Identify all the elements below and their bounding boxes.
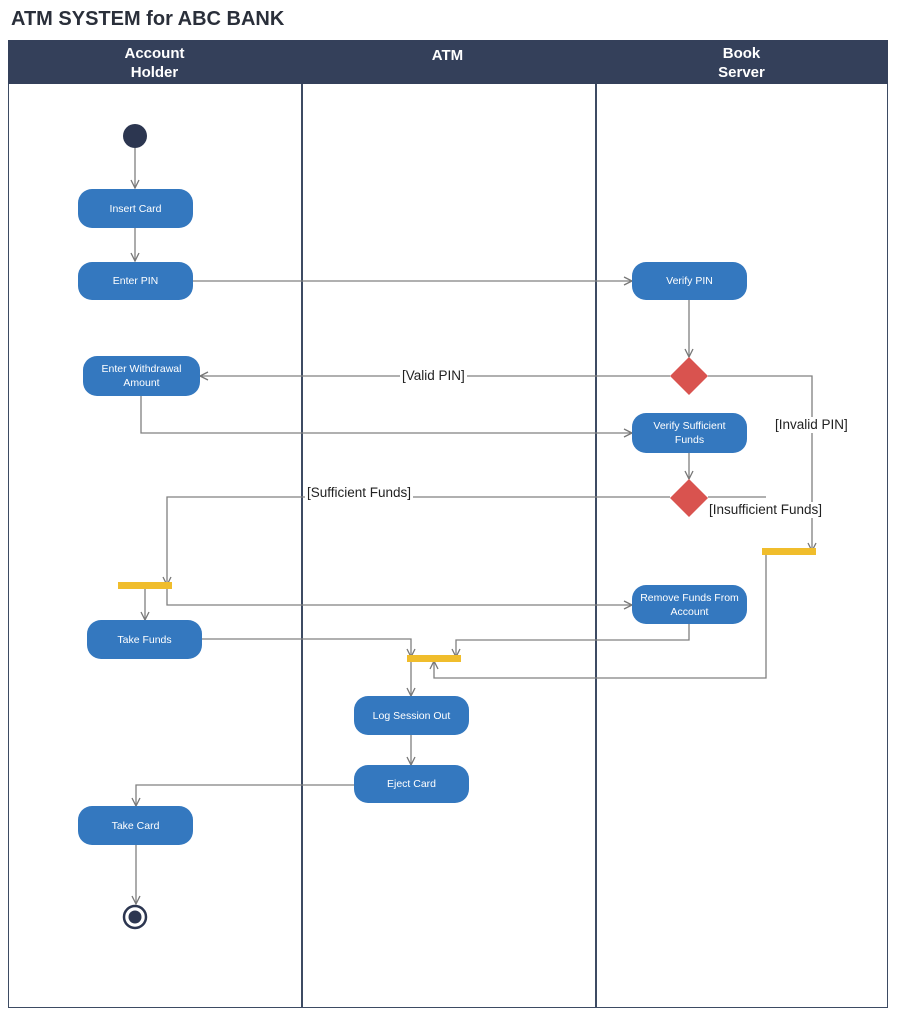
connector [434, 555, 767, 679]
activity-verify-pin: Verify PIN [632, 262, 747, 300]
activity-take-card: Take Card [78, 806, 193, 845]
activity-take-funds: Take Funds [87, 620, 202, 659]
connector [456, 624, 690, 657]
decision-pin-valid [670, 357, 708, 395]
diagram-title: ATM SYSTEM for ABC BANK [11, 8, 285, 30]
activity-enter-pin: Enter PIN [78, 262, 193, 300]
activity-eject-card: Eject Card [354, 765, 469, 803]
guard-insufficient-funds: [Insufficient Funds] [707, 502, 825, 518]
connector [202, 638, 411, 657]
lane-divider [595, 84, 597, 1008]
guard-invalid-pin: [Invalid PIN] [773, 417, 850, 433]
initial-node [123, 124, 147, 148]
connector [166, 589, 632, 605]
activity-verify-sufficient-funds: Verify Sufficient Funds [632, 413, 747, 453]
lane-divider [301, 84, 303, 1008]
connector [136, 784, 354, 806]
activity-log-session-out: Log Session Out [354, 696, 469, 735]
swimlane-header [8, 40, 888, 84]
lane-title-atm: ATM [431, 47, 464, 64]
connector [708, 375, 812, 551]
connector [167, 496, 670, 585]
decision-funds-sufficient [670, 479, 708, 517]
lane-title-book-server: Book Server [718, 45, 765, 81]
connector [140, 396, 632, 433]
fork-bar-invalid [762, 548, 816, 555]
lane-title-account-holder: Account Holder [124, 45, 185, 81]
activity-remove-funds: Remove Funds From Account [632, 585, 747, 624]
fork-bar-funds [118, 582, 172, 589]
guard-sufficient-funds: [Sufficient Funds] [305, 485, 414, 501]
activity-insert-card: Insert Card [78, 189, 193, 228]
join-bar-session [407, 655, 461, 662]
final-node-core [128, 910, 142, 924]
activity-enter-withdrawal-amount: Enter Withdrawal Amount [83, 356, 200, 396]
guard-valid-pin: [Valid PIN] [400, 368, 467, 384]
